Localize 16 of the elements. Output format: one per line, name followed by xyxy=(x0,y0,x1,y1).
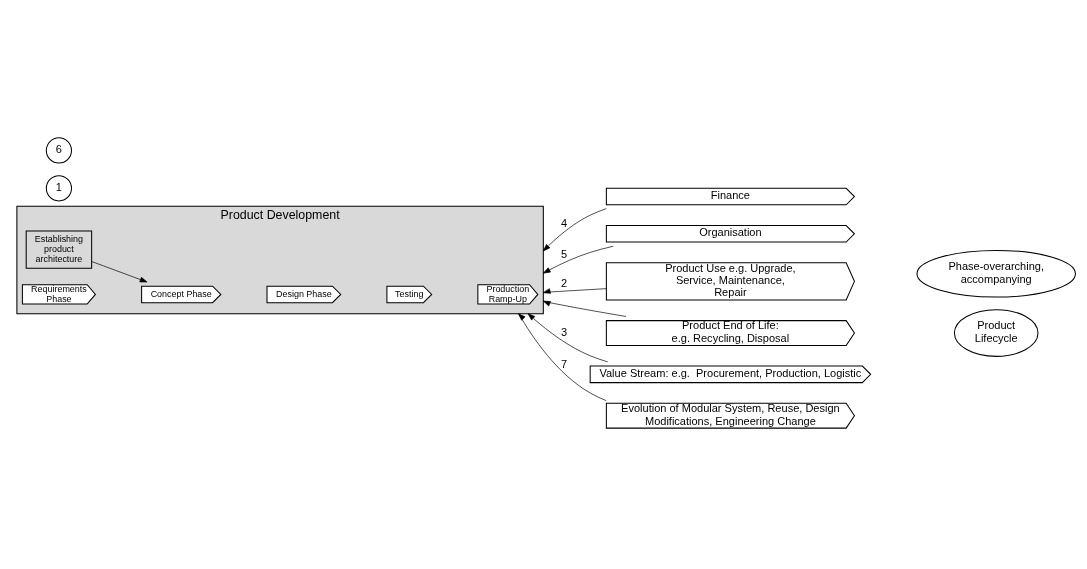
label: 1 xyxy=(55,180,62,193)
arrow xyxy=(542,245,614,274)
arrow xyxy=(542,207,607,251)
arrow xyxy=(91,260,148,282)
edge-label: 3 xyxy=(560,325,568,338)
label: 6 xyxy=(55,142,62,155)
node-box: Establishing product architecture xyxy=(25,230,93,269)
edge-label: 4 xyxy=(560,216,568,229)
edge-label: 5 xyxy=(560,247,568,260)
arrow xyxy=(518,312,607,401)
arrow xyxy=(542,287,607,294)
edge-label: 7 xyxy=(560,357,568,370)
node-ellipse: Phase-overarching, accompanying xyxy=(916,249,1076,298)
edge-label: 2 xyxy=(560,276,568,289)
arrow xyxy=(527,312,609,362)
node-ellipse: Product Lifecycle xyxy=(953,308,1039,357)
